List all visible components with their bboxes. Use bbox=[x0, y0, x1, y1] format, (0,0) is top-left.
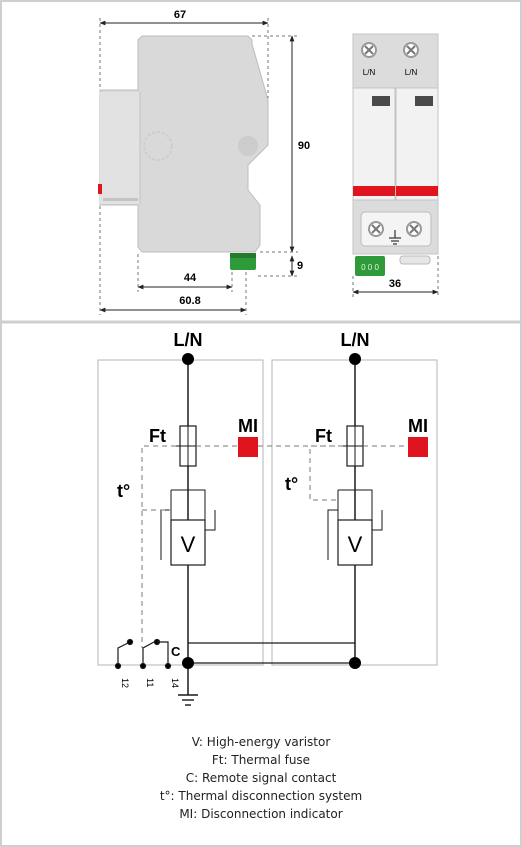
right-indicator-label: MI bbox=[408, 416, 428, 436]
front-view-dimensions bbox=[352, 256, 439, 297]
front-view-left-red-band bbox=[353, 186, 395, 196]
dimension-depth-44: 44 bbox=[184, 272, 197, 284]
right-fuse-label: Ft bbox=[315, 426, 332, 446]
right-varistor-label: V bbox=[348, 532, 363, 557]
right-earth-node bbox=[349, 657, 361, 669]
front-view-left-cartridge bbox=[352, 87, 396, 201]
front-view-terminal-label-left: L/N bbox=[363, 68, 376, 77]
contact-label: C bbox=[171, 644, 181, 659]
front-view-terminal-label-right: L/N bbox=[405, 68, 418, 77]
front-view-right-red-band bbox=[396, 186, 438, 196]
legend-line-fuse: Ft: Thermal fuse bbox=[211, 753, 311, 767]
right-thermal-label: t° bbox=[285, 474, 298, 494]
left-module-box bbox=[97, 359, 264, 666]
side-view-red-indicator bbox=[98, 184, 102, 194]
terminal-screw-bottom-right-icon bbox=[406, 221, 422, 237]
front-view-terminal-plate bbox=[360, 211, 432, 247]
front-view-contact-pin-dots: 0 0 0 bbox=[361, 263, 379, 272]
front-view-left-window bbox=[372, 96, 390, 106]
terminal-screw-top-right-icon bbox=[403, 42, 419, 58]
legend-line-contact: C: Remote signal contact bbox=[185, 771, 337, 785]
dashed-indicator-links bbox=[141, 445, 408, 648]
remote-signal-contact bbox=[114, 638, 172, 670]
side-view-drawing bbox=[98, 35, 269, 270]
side-view-groove bbox=[103, 198, 138, 201]
left-indicator-label: MI bbox=[238, 416, 258, 436]
front-view-drawing bbox=[352, 33, 439, 276]
left-input-label: L/N bbox=[174, 330, 203, 350]
front-view-green-contact-block bbox=[355, 256, 385, 276]
left-thermal-label: t° bbox=[117, 481, 130, 501]
side-view-terminal-shade bbox=[230, 253, 256, 258]
dimension-depth-60-8: 60.8 bbox=[179, 295, 200, 307]
logo-watermark bbox=[143, 131, 173, 161]
legend-line-thermal: t°: Thermal disconnection system bbox=[159, 789, 363, 803]
right-varistor bbox=[337, 519, 373, 566]
right-input-node bbox=[349, 353, 361, 365]
left-disconnection-indicator bbox=[238, 437, 258, 457]
right-disconnection-indicator bbox=[408, 437, 428, 457]
side-view-rail-clip bbox=[238, 136, 258, 156]
dimension-terminal-height: 9 bbox=[297, 260, 303, 272]
front-view-top-block bbox=[352, 33, 439, 89]
right-varistor-curve bbox=[327, 509, 383, 560]
front-view-right-cartridge bbox=[395, 87, 439, 201]
side-view-body bbox=[99, 35, 269, 253]
terminal-screw-top-left-icon bbox=[361, 42, 377, 58]
left-fuse-label: Ft bbox=[149, 426, 166, 446]
contact-pin-12: 12 bbox=[120, 678, 130, 688]
side-view-front-module bbox=[100, 92, 140, 204]
right-varistor-top-bracket bbox=[337, 489, 373, 520]
dimension-height-main: 90 bbox=[298, 140, 310, 152]
contact-pin-14: 14 bbox=[170, 678, 180, 688]
left-input-node bbox=[182, 353, 194, 365]
schematic-diagram bbox=[97, 353, 438, 706]
legend-line-indicator: MI: Disconnection indicator bbox=[179, 807, 343, 821]
dimension-front-width: 36 bbox=[389, 278, 401, 290]
legend-line-varistor: V: High-energy varistor bbox=[191, 735, 331, 749]
left-varistor-top-bracket bbox=[170, 489, 206, 520]
side-view-dimensions bbox=[99, 18, 298, 315]
left-varistor bbox=[170, 519, 206, 566]
common-earth-link bbox=[188, 642, 355, 664]
contact-pin-11: 11 bbox=[145, 678, 155, 687]
front-view-rail-clip bbox=[399, 255, 431, 265]
left-varistor-label: V bbox=[181, 532, 196, 557]
front-view-right-window bbox=[415, 96, 433, 106]
terminal-screw-bottom-left-icon bbox=[368, 221, 384, 237]
ground-symbol-icon bbox=[178, 694, 198, 706]
right-input-label: L/N bbox=[341, 330, 370, 350]
dimension-width-top: 67 bbox=[174, 9, 186, 21]
front-view-ground-icon bbox=[389, 230, 401, 245]
left-earth-node bbox=[182, 657, 194, 669]
